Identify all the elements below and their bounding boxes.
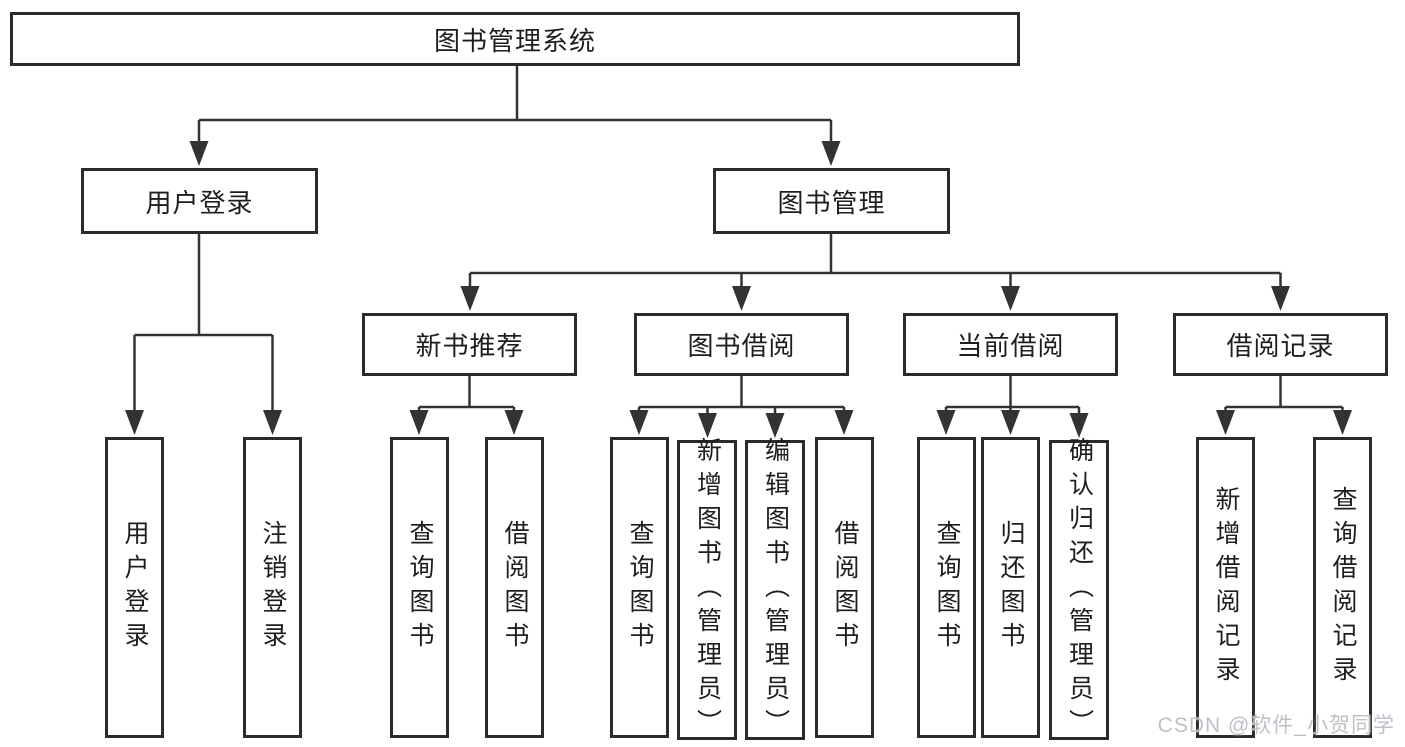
leaf-edit-book-admin-label: 编辑图书（管理员） [761,437,790,743]
arrow-head-icon [629,410,649,435]
arrow-head-icon [821,141,841,166]
leaf-add-book-admin-label: 新增图书（管理员） [693,437,722,743]
leaf-user-login: 用户登录 [105,437,164,738]
arrow-head-icon [1001,286,1020,311]
leaf-return-book: 归还图书 [981,437,1040,738]
leaf-borrow-book-recommend: 借阅图书 [485,437,544,738]
arrow-head-icon [125,410,144,435]
arrow-head-icon [834,410,854,435]
leaf-logout-label: 注销登录 [259,519,287,656]
node-root-label: 图书管理系统 [433,25,596,56]
leaf-edit-book-admin: 编辑图书（管理员） [745,437,805,743]
leaf-user-login-label: 用户登录 [121,519,149,656]
node-book-borrow-label: 图书借阅 [687,331,796,361]
leaf-query-book-recommend: 查询图书 [390,437,449,738]
leaf-add-borrow-record-label: 新增借阅记录 [1212,485,1240,690]
arrow-head-icon [1069,413,1089,438]
node-book-borrow: 图书借阅 [634,313,849,376]
leaf-borrow-book-recommend-label: 借阅图书 [501,519,529,656]
arrow-head-icon [732,286,751,311]
node-book-management: 图书管理 [713,168,950,234]
leaf-logout: 注销登录 [243,437,302,738]
arrow-head-icon [263,410,282,435]
arrow-head-icon [189,141,209,166]
leaf-return-book-label: 归还图书 [997,519,1025,656]
arrow-head-icon [409,410,429,435]
leaf-borrow-book: 借阅图书 [815,437,874,738]
node-root: 图书管理系统 [10,12,1020,66]
node-new-book-recommend: 新书推荐 [362,313,577,376]
leaf-confirm-return-admin: 确认归还（管理员） [1049,437,1109,743]
arrow-head-icon [936,410,956,435]
node-user-login-label: 用户登录 [145,187,254,218]
node-book-management-label: 图书管理 [777,187,886,218]
leaf-confirm-return-admin-label: 确认归还（管理员） [1065,437,1094,743]
arrow-head-icon [1216,410,1235,435]
leaf-query-book-current-label: 查询图书 [933,519,961,656]
arrow-head-icon [698,413,717,438]
arrow-head-icon [1333,410,1352,435]
arrow-head-icon [460,286,480,311]
node-user-login: 用户登录 [81,168,318,234]
leaf-query-book-borrow-label: 查询图书 [626,519,654,656]
arrow-head-icon [765,413,785,438]
arrow-head-icon [1271,286,1290,311]
node-current-borrow-label: 当前借阅 [956,331,1065,361]
leaf-borrow-book-label: 借阅图书 [831,519,859,656]
node-new-book-recommend-label: 新书推荐 [415,331,524,361]
leaf-add-borrow-record: 新增借阅记录 [1196,437,1255,738]
leaf-query-book-borrow: 查询图书 [610,437,669,738]
watermark: CSDN @软件_小贺同学 [1157,714,1395,737]
arrow-head-icon [1001,410,1020,435]
node-current-borrow: 当前借阅 [903,313,1118,376]
leaf-query-borrow-record: 查询借阅记录 [1313,437,1372,738]
arrow-head-icon [504,410,524,435]
leaf-query-book-recommend-label: 查询图书 [406,519,434,656]
leaf-add-book-admin: 新增图书（管理员） [677,437,737,743]
leaf-query-book-current: 查询图书 [917,437,976,738]
node-borrow-records-label: 借阅记录 [1226,331,1335,361]
node-borrow-records: 借阅记录 [1173,313,1388,376]
leaf-query-borrow-record-label: 查询借阅记录 [1329,485,1357,690]
